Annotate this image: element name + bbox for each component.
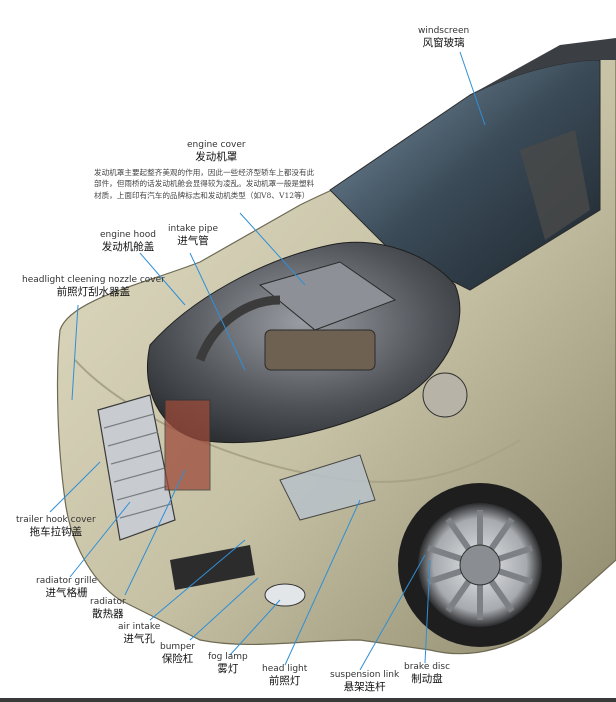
label-fog-lamp-zh: 雾灯 — [208, 663, 248, 676]
intake-manifold — [265, 330, 375, 370]
label-head-light-en: head light — [262, 664, 307, 675]
front-wheel — [398, 483, 562, 647]
label-bumper-zh: 保险杠 — [160, 653, 195, 666]
label-bumper: bumper 保险杠 — [160, 642, 195, 666]
label-engine-hood-en: engine hood — [100, 230, 156, 241]
label-radiator-grille: radiator grille 进气格栅 — [36, 576, 97, 600]
label-head-light-zh: 前照灯 — [262, 675, 307, 688]
label-engine-hood: engine hood 发动机舱盖 — [100, 230, 156, 254]
label-radiator-zh: 散热器 — [90, 608, 126, 621]
label-engine-cover: engine cover 发动机罩 — [187, 140, 246, 164]
label-intake-pipe-zh: 进气管 — [168, 235, 218, 248]
label-air-intake-zh: 进气孔 — [118, 633, 160, 646]
bottom-border — [0, 698, 616, 702]
strut-tower — [423, 373, 467, 417]
label-air-intake: air intake 进气孔 — [118, 622, 160, 646]
label-bumper-en: bumper — [160, 642, 195, 653]
fog-lamp-part — [265, 584, 305, 606]
label-suspension-link-zh: 悬架连杆 — [330, 681, 399, 694]
label-brake-disc-en: brake disc — [404, 662, 450, 673]
label-suspension-link: suspension link 悬架连杆 — [330, 670, 399, 694]
brake-disc-part — [460, 545, 500, 585]
label-windscreen-zh: 风窗玻璃 — [418, 37, 469, 50]
label-fog-lamp-en: fog lamp — [208, 652, 248, 663]
label-trailer-hook-zh: 拖车拉钩盖 — [16, 526, 96, 539]
label-radiator: radiator 散热器 — [90, 597, 126, 621]
radiator-core — [165, 400, 210, 490]
label-headlight-cleaning-zh: 前照灯刮水器盖 — [22, 286, 165, 299]
label-brake-disc-zh: 制动盘 — [404, 673, 450, 686]
label-intake-pipe: intake pipe 进气管 — [168, 224, 218, 248]
label-engine-hood-zh: 发动机舱盖 — [100, 241, 156, 254]
label-intake-pipe-en: intake pipe — [168, 224, 218, 235]
engine-cover-description: 发动机罩主要起整齐美观的作用，因此一些经济型轿车上都没有此部件，但雨桥的话发动机… — [94, 167, 316, 201]
label-head-light: head light 前照灯 — [262, 664, 307, 688]
label-trailer-hook: trailer hook cover 拖车拉钩盖 — [16, 515, 96, 539]
label-radiator-en: radiator — [90, 597, 126, 608]
label-suspension-link-en: suspension link — [330, 670, 399, 681]
label-headlight-cleaning: headlight cleening nozzle cover 前照灯刮水器盖 — [22, 275, 165, 299]
label-windscreen-en: windscreen — [418, 26, 469, 37]
label-air-intake-en: air intake — [118, 622, 160, 633]
label-engine-cover-zh: 发动机罩 — [187, 151, 246, 164]
label-brake-disc: brake disc 制动盘 — [404, 662, 450, 686]
label-headlight-cleaning-en: headlight cleening nozzle cover — [22, 275, 165, 286]
label-windscreen: windscreen 风窗玻璃 — [418, 26, 469, 50]
label-trailer-hook-en: trailer hook cover — [16, 515, 96, 526]
label-engine-cover-en: engine cover — [187, 140, 246, 151]
label-radiator-grille-zh: 进气格栅 — [36, 587, 97, 600]
label-fog-lamp: fog lamp 雾灯 — [208, 652, 248, 676]
label-radiator-grille-en: radiator grille — [36, 576, 97, 587]
